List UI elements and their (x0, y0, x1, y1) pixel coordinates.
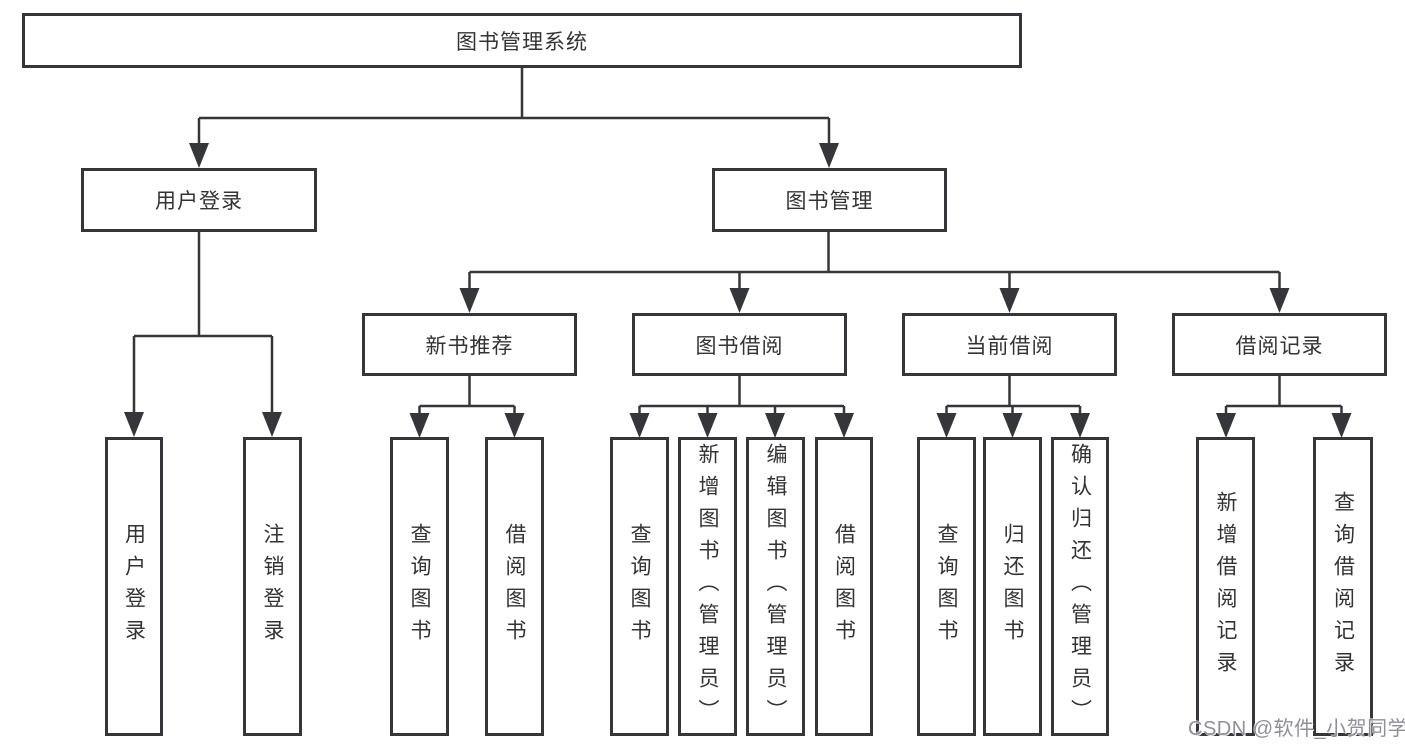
leaf-borrow-books: 借阅图书 (485, 437, 544, 736)
node-label: 借阅记录 (1235, 334, 1324, 358)
leaf-label: 查询图书 (935, 522, 958, 651)
node-new-book-recommend: 新书推荐 (362, 313, 577, 376)
leaf-user-login: 用户登录 (105, 437, 163, 736)
node-current-borrowing: 当前借阅 (902, 313, 1117, 376)
node-label: 用户登录 (155, 190, 243, 213)
leaf-confirm-return-admin: 确认归还（管理员） (1051, 437, 1109, 736)
node-book-borrowing: 图书借阅 (632, 313, 847, 376)
leaf-label: 新增借阅记录 (1214, 490, 1237, 683)
csdn-watermark: CSDN @软件_小贺同学 (1188, 718, 1405, 740)
leaf-query-books: 查询图书 (390, 437, 449, 736)
leaf-add-borrow-record: 新增借阅记录 (1196, 437, 1255, 736)
node-user-login: 用户登录 (81, 168, 317, 232)
node-label: 图书管理系统 (456, 30, 588, 54)
leaf-label: 确认归还（管理员） (1068, 442, 1092, 731)
leaf-label: 查询图书 (628, 522, 651, 651)
leaf-label: 借阅图书 (832, 522, 856, 651)
node-library-system: 图书管理系统 (22, 13, 1022, 68)
leaf-query-borrow-record: 查询借阅记录 (1313, 437, 1373, 736)
leaf-edit-books-admin: 编辑图书（管理员） (746, 437, 805, 736)
node-label: 图书借阅 (695, 334, 784, 358)
leaf-logout: 注销登录 (243, 437, 302, 736)
leaf-label: 注销登录 (261, 522, 284, 651)
leaf-query-books: 查询图书 (917, 437, 976, 736)
node-borrowing-records: 借阅记录 (1172, 313, 1387, 376)
leaf-query-books: 查询图书 (610, 437, 669, 736)
leaf-label: 查询图书 (408, 522, 431, 651)
leaf-return-books: 归还图书 (983, 437, 1042, 736)
leaf-label: 新增图书（管理员） (696, 442, 719, 731)
node-label: 新书推荐 (425, 334, 514, 358)
node-label: 当前借阅 (965, 334, 1054, 358)
leaf-label: 归还图书 (1001, 522, 1024, 651)
leaf-add-books-admin: 新增图书（管理员） (678, 437, 737, 736)
leaf-label: 编辑图书（管理员） (764, 442, 787, 731)
leaf-borrow-books: 借阅图书 (815, 437, 873, 736)
leaf-label: 查询借阅记录 (1331, 490, 1355, 683)
node-label: 图书管理 (785, 190, 874, 213)
leaf-label: 借阅图书 (503, 522, 526, 651)
leaf-label: 用户登录 (122, 522, 146, 651)
node-book-management: 图书管理 (712, 168, 947, 232)
